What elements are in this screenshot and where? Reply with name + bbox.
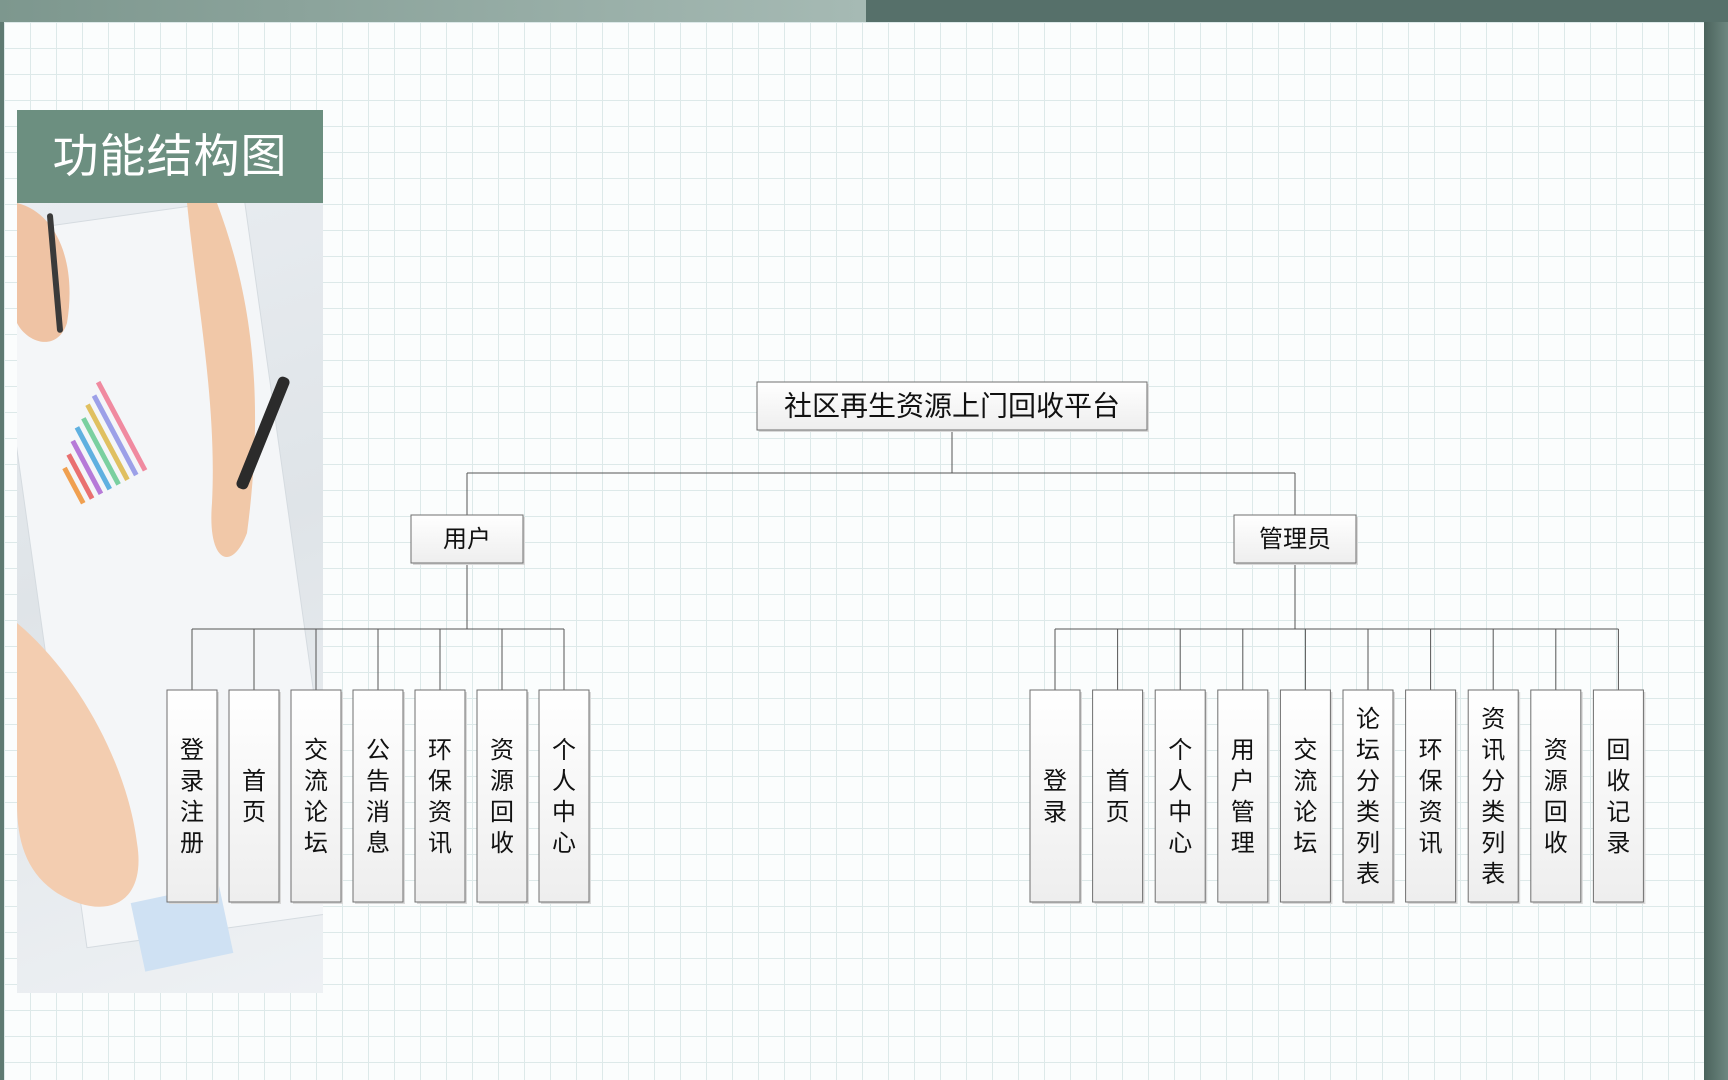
node-label: 管理员 bbox=[1259, 525, 1331, 553]
node-box bbox=[1342, 689, 1394, 903]
child-node: 个人中心 bbox=[1154, 689, 1208, 904]
node-label: 登录注册 bbox=[180, 736, 204, 857]
node-box bbox=[1029, 689, 1081, 903]
child-node: 交流论坛 bbox=[290, 689, 343, 904]
child-node: 首页 bbox=[1092, 689, 1145, 904]
node-box bbox=[1530, 689, 1582, 903]
child-node: 回收记录 bbox=[1592, 689, 1646, 904]
child-node: 登录 bbox=[1029, 689, 1082, 904]
child-node: 首页 bbox=[228, 689, 281, 904]
node-label: 资讯分类列表 bbox=[1481, 705, 1505, 888]
node-box bbox=[538, 689, 590, 903]
node-box bbox=[410, 514, 524, 564]
node-box bbox=[414, 689, 466, 903]
node-label: 个人中心 bbox=[552, 736, 576, 857]
node-label: 环保资讯 bbox=[1419, 736, 1443, 857]
diagram-connectors bbox=[191, 430, 1619, 690]
child-node: 个人中心 bbox=[538, 689, 591, 904]
child-node: 环保资讯 bbox=[414, 689, 467, 904]
node-label: 公告消息 bbox=[366, 736, 390, 857]
branch-node: 管理员 bbox=[1233, 514, 1358, 565]
node-box bbox=[476, 689, 528, 903]
node-box bbox=[1154, 689, 1206, 903]
node-label: 首页 bbox=[1106, 767, 1130, 826]
child-node: 交流论坛 bbox=[1279, 689, 1333, 904]
node-box bbox=[1217, 689, 1269, 903]
node-label: 用户管理 bbox=[1231, 736, 1255, 857]
node-box bbox=[352, 689, 404, 903]
child-node: 资源回收 bbox=[476, 689, 529, 904]
node-box bbox=[1279, 689, 1331, 903]
node-label: 登录 bbox=[1043, 767, 1067, 826]
node-box bbox=[1467, 689, 1519, 903]
node-box bbox=[756, 381, 1148, 431]
node-box bbox=[1592, 689, 1644, 903]
node-box bbox=[1092, 689, 1144, 903]
node-box bbox=[1405, 689, 1457, 903]
slide-canvas: 功能结构图 bbox=[4, 22, 1704, 1080]
node-label: 资源回收 bbox=[1544, 736, 1568, 857]
node-box bbox=[166, 689, 218, 903]
branch-node: 用户 bbox=[410, 514, 525, 565]
child-node: 资讯分类列表 bbox=[1467, 689, 1521, 904]
node-label: 交流论坛 bbox=[304, 736, 328, 857]
slide-right-shadow bbox=[1704, 22, 1728, 1080]
slide-title: 功能结构图 bbox=[17, 110, 323, 203]
root-node: 社区再生资源上门回收平台 bbox=[756, 381, 1149, 432]
node-label: 个人中心 bbox=[1168, 736, 1192, 857]
node-label: 社区再生资源上门回收平台 bbox=[784, 390, 1120, 423]
node-box bbox=[290, 689, 342, 903]
node-box bbox=[228, 689, 280, 903]
node-label: 环保资讯 bbox=[428, 736, 452, 857]
child-node: 公告消息 bbox=[352, 689, 405, 904]
node-label: 论坛分类列表 bbox=[1356, 705, 1380, 888]
node-label: 交流论坛 bbox=[1293, 736, 1317, 857]
node-label: 回收记录 bbox=[1606, 736, 1630, 857]
child-node: 环保资讯 bbox=[1405, 689, 1458, 904]
child-node: 用户管理 bbox=[1217, 689, 1270, 904]
child-node: 登录注册 bbox=[166, 689, 219, 904]
node-label: 资源回收 bbox=[490, 736, 514, 857]
node-label: 首页 bbox=[242, 767, 266, 826]
node-box bbox=[1233, 514, 1357, 564]
child-node: 论坛分类列表 bbox=[1342, 689, 1395, 904]
window-top-bar bbox=[0, 0, 1728, 22]
child-node: 资源回收 bbox=[1530, 689, 1583, 904]
node-label: 用户 bbox=[443, 525, 491, 553]
top-bar-highlight bbox=[0, 0, 866, 22]
